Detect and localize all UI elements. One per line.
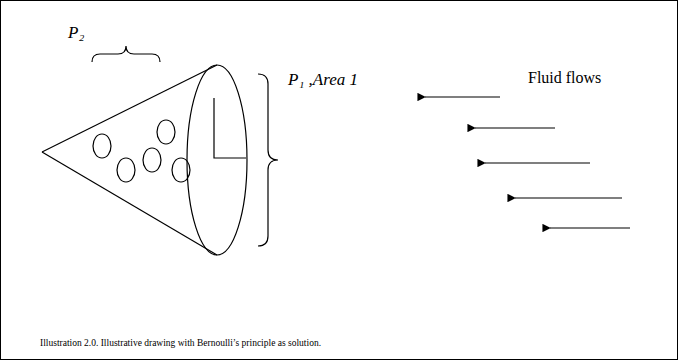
particle bbox=[172, 158, 190, 182]
cone-base bbox=[187, 65, 247, 255]
flow-arrow bbox=[425, 96, 500, 97]
flow-arrow bbox=[475, 127, 555, 128]
particle bbox=[143, 148, 161, 172]
caption: Illustration 2.0. Illustrative drawing w… bbox=[40, 339, 321, 349]
particle bbox=[93, 134, 111, 158]
brace bbox=[258, 74, 278, 246]
flow-arrow bbox=[550, 227, 630, 228]
flow-arrow bbox=[515, 197, 622, 198]
brace bbox=[92, 46, 160, 62]
particle bbox=[117, 158, 135, 182]
flow-arrow bbox=[485, 162, 590, 163]
cone-edge bbox=[42, 65, 217, 152]
pressure-area-label: P₁ ,Area 1 bbox=[288, 71, 358, 88]
radius-mark bbox=[214, 98, 246, 158]
pressure-label: P₂ bbox=[68, 24, 84, 41]
particle bbox=[157, 120, 175, 144]
flow-label: Fluid flows bbox=[528, 70, 601, 86]
